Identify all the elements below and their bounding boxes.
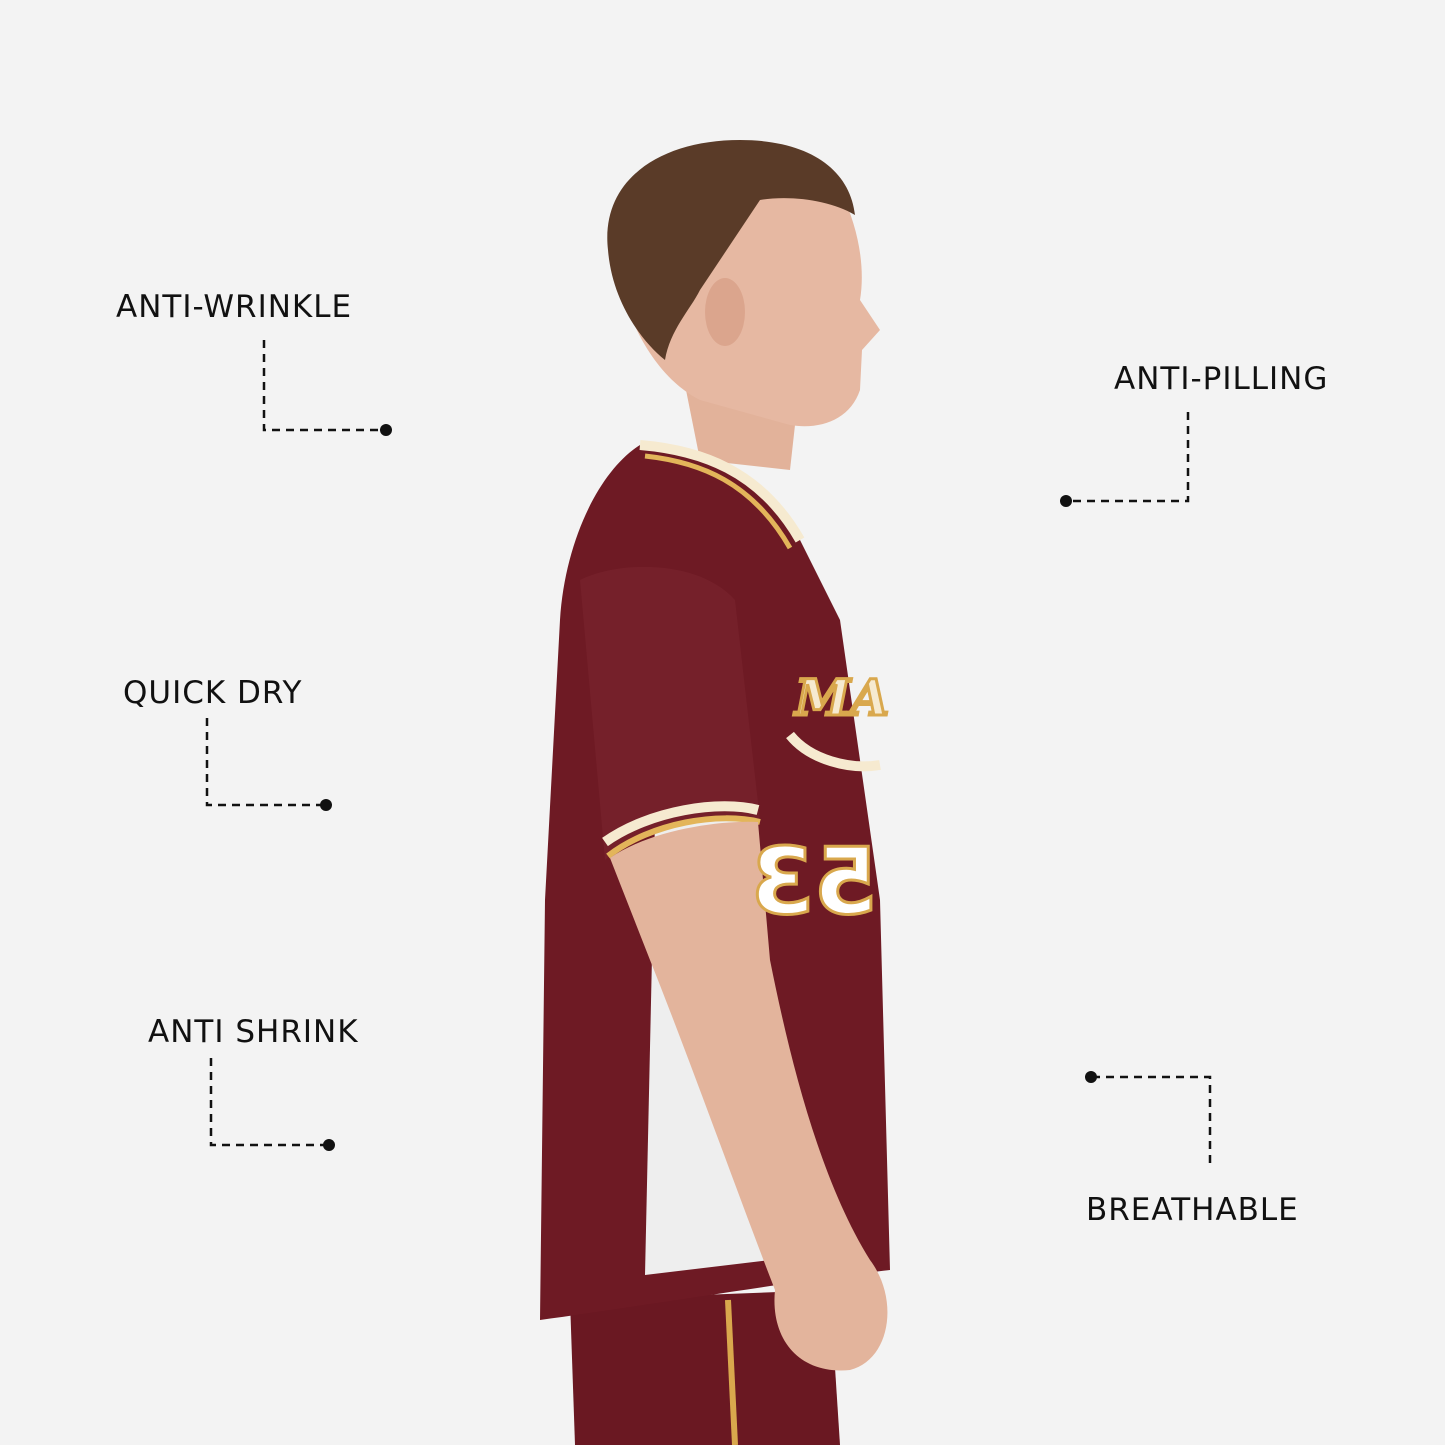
feature-label-anti-shrink: ANTI SHRINK bbox=[148, 1014, 359, 1050]
feature-label-anti-wrinkle: ANTI-WRINKLE bbox=[116, 289, 353, 325]
head bbox=[607, 140, 880, 427]
feature-label-anti-pilling: ANTI-PILLING bbox=[1114, 361, 1329, 397]
jersey-chest-lettering: MA bbox=[793, 667, 890, 729]
feature-label-breathable: BREATHABLE bbox=[1086, 1192, 1299, 1228]
feature-label-quick-dry: QUICK DRY bbox=[123, 675, 303, 711]
jersey-number: 53 bbox=[748, 827, 879, 937]
arm bbox=[610, 821, 888, 1371]
pants bbox=[570, 1290, 840, 1445]
